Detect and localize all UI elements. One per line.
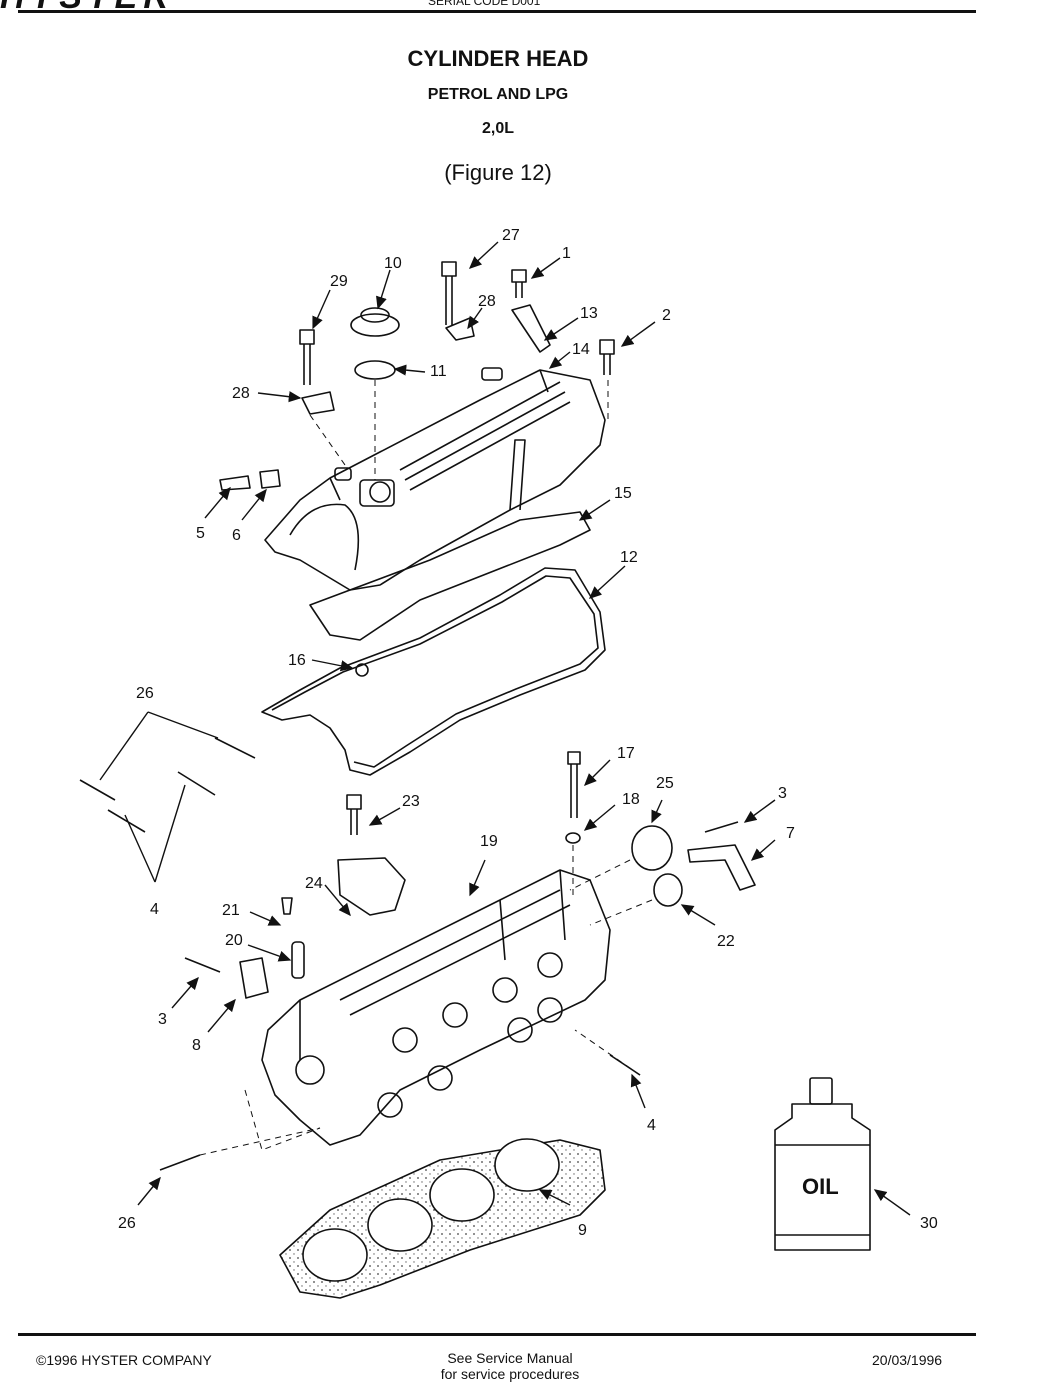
- head-gasket: [279, 1138, 606, 1299]
- rocker-housing-24: [337, 857, 406, 916]
- screw-16: [355, 663, 369, 677]
- callout-29: 29: [330, 273, 348, 290]
- plug-22: [653, 873, 683, 907]
- sensor-6: [259, 469, 281, 489]
- group-lines: [99, 711, 219, 883]
- callout-4-right: 4: [647, 1117, 656, 1134]
- callout-17: 17: [617, 745, 635, 762]
- callout-11: 11: [430, 363, 447, 380]
- footer-service-line1: See Service Manual: [447, 1350, 573, 1366]
- callout-28-lower: 28: [232, 385, 250, 402]
- callout-3-right: 3: [778, 785, 787, 802]
- callout-27: 27: [502, 227, 520, 244]
- alignment-lines: [199, 380, 653, 1156]
- cylinder-head: [261, 869, 611, 1146]
- callout-30: 30: [920, 1215, 938, 1232]
- bracket-28-upper: [445, 317, 475, 341]
- bracket-13: [511, 304, 551, 353]
- studs-26-4: [79, 737, 641, 1171]
- valve-cover: [264, 367, 606, 591]
- callout-21: 21: [222, 902, 240, 919]
- callout-labels: 27 1 10 29 28 13 2 14 11 28 15 5 6 12 16…: [118, 227, 938, 1239]
- callout-8: 8: [192, 1037, 201, 1054]
- callout-19: 19: [480, 833, 498, 850]
- callout-5: 5: [196, 525, 205, 542]
- oil-label: OIL: [802, 1174, 839, 1199]
- callout-26-lower: 26: [118, 1215, 136, 1232]
- footer-service-note: See Service Manual for service procedure…: [380, 1350, 640, 1382]
- bracket-28-lower: [301, 391, 335, 415]
- callout-2: 2: [662, 307, 671, 324]
- footer-rule: [18, 1333, 976, 1336]
- filler-cap-seal: [354, 360, 396, 380]
- seal-21: [281, 897, 293, 915]
- callout-10: 10: [384, 255, 402, 272]
- header-rule: [18, 10, 976, 13]
- gasket-8: [239, 957, 269, 999]
- oil-bottle: [774, 1077, 871, 1251]
- callout-1: 1: [562, 245, 571, 262]
- callout-13: 13: [580, 305, 598, 322]
- callout-18: 18: [622, 791, 640, 808]
- callout-6: 6: [232, 527, 241, 544]
- callout-28-upper: 28: [478, 293, 496, 310]
- callout-24: 24: [305, 875, 323, 892]
- callout-15: 15: [614, 485, 632, 502]
- callout-9: 9: [578, 1222, 587, 1239]
- oil-filler-cap: [350, 313, 400, 337]
- cover-gasket: [261, 567, 606, 776]
- page-subtitle-fuel: PETROL AND LPG: [427, 86, 569, 103]
- bolt-23: [346, 794, 362, 835]
- bolt-3-left: [184, 957, 221, 973]
- callout-3-left: 3: [158, 1011, 167, 1028]
- figure-label: (Figure 12): [444, 160, 552, 185]
- callout-25: 25: [656, 775, 674, 792]
- callout-20: 20: [225, 932, 243, 949]
- callout-14: 14: [572, 341, 590, 358]
- valve-lifter-20: [291, 941, 305, 979]
- baffle-plate: [309, 511, 591, 641]
- callout-12: 12: [620, 549, 638, 566]
- footer-service-line2: for service procedures: [440, 1366, 580, 1382]
- bolt-17: [567, 751, 581, 818]
- footer-date: 20/03/1996: [872, 1352, 943, 1368]
- callout-26-upper: 26: [136, 685, 154, 702]
- bolt-29: [299, 329, 315, 385]
- bolt-27: [441, 261, 457, 325]
- washer-18: [565, 832, 581, 844]
- bolt-3-right: [704, 821, 739, 833]
- sensor-5: [219, 475, 251, 491]
- page-subtitle-displacement: 2,0L: [481, 120, 514, 137]
- serial-code: SERIAL CODE D001: [428, 0, 541, 8]
- footer-copyright: ©1996 HYSTER COMPANY: [36, 1352, 212, 1368]
- callout-23: 23: [402, 793, 420, 810]
- leader-arrows: [137, 241, 911, 1216]
- page-title: CYLINDER HEAD: [407, 46, 589, 71]
- bracket-7: [687, 844, 756, 891]
- bolt-2: [599, 339, 615, 375]
- callout-7: 7: [786, 825, 795, 842]
- plug-25: [631, 825, 673, 871]
- bolt-1: [511, 269, 527, 298]
- callout-22: 22: [717, 933, 735, 950]
- callout-4-left: 4: [150, 901, 159, 918]
- callout-16: 16: [288, 652, 306, 669]
